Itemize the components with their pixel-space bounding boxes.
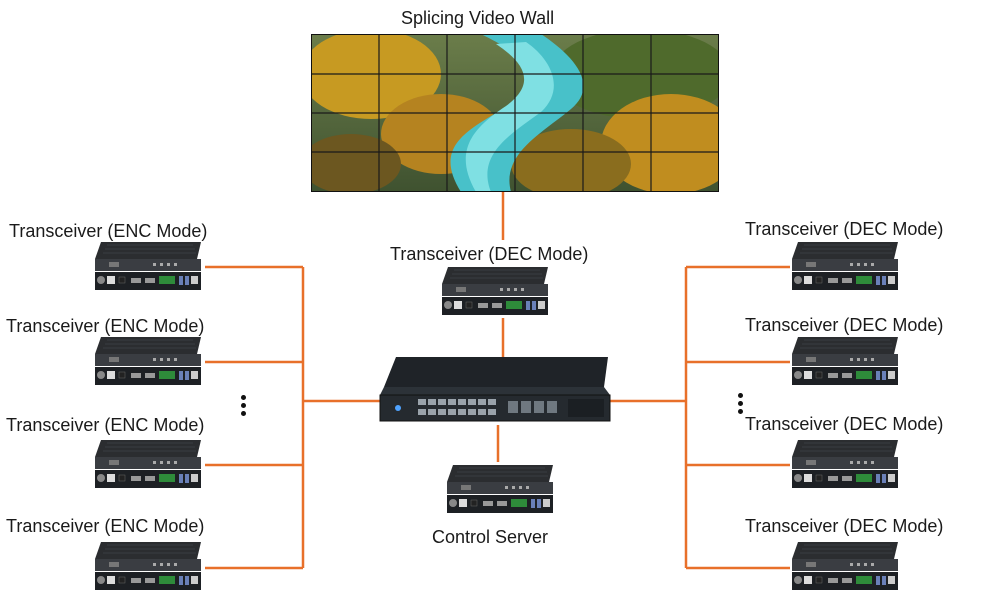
encoder-device-1 xyxy=(93,241,205,293)
decoder-device-4 xyxy=(790,541,902,593)
video-wall-title: Splicing Video Wall xyxy=(401,8,555,28)
encoder-label-1: Transceiver (ENC Mode) xyxy=(9,221,208,241)
encoder-label-3: Transceiver (ENC Mode) xyxy=(6,415,205,435)
decoder-label-4: Transceiver (DEC Mode) xyxy=(745,516,944,536)
decoder-label-1: Transceiver (DEC Mode) xyxy=(745,219,944,239)
network-switch xyxy=(379,357,611,422)
encoder-label-2: Transceiver (ENC Mode) xyxy=(6,316,205,336)
control-server-device xyxy=(445,464,557,516)
center-decoder-label: Transceiver (DEC Mode) xyxy=(390,244,589,264)
center-decoder-device xyxy=(440,266,552,318)
decoder-device-1 xyxy=(790,241,902,293)
more-encoders-ellipsis xyxy=(241,395,247,419)
encoder-device-3 xyxy=(93,439,205,491)
encoder-label-4: Transceiver (ENC Mode) xyxy=(6,516,205,536)
decoder-label-3: Transceiver (DEC Mode) xyxy=(745,414,944,434)
splicing-video-wall xyxy=(311,34,719,192)
encoder-device-2 xyxy=(93,336,205,388)
decoder-label-2: Transceiver (DEC Mode) xyxy=(745,315,944,335)
encoder-device-4 xyxy=(93,541,205,593)
decoder-device-2 xyxy=(790,336,902,388)
control-server-label: Control Server xyxy=(432,527,549,547)
decoder-device-3 xyxy=(790,439,902,491)
more-decoders-ellipsis xyxy=(738,393,744,417)
